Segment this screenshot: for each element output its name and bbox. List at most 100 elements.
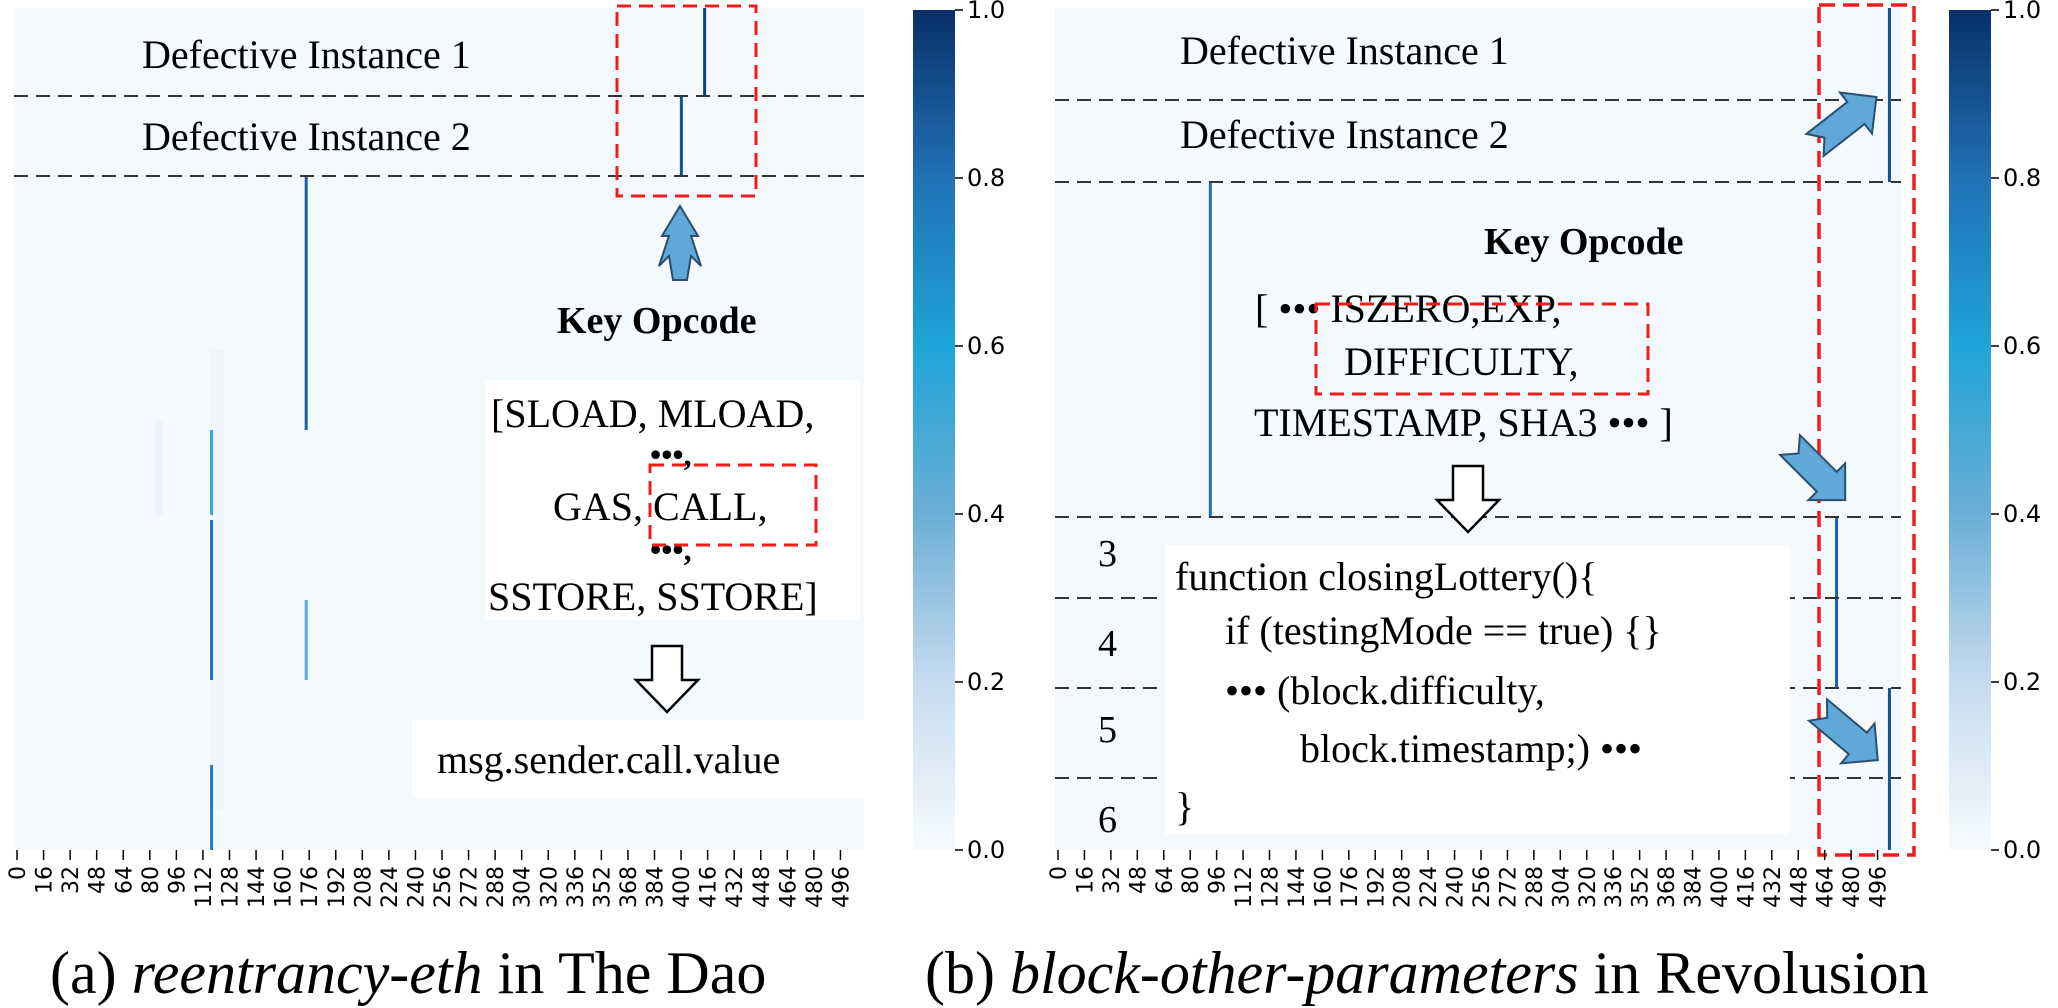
highlight-box [615, 4, 758, 198]
caption-a-italic: reentrancy-eth [132, 940, 483, 1006]
row-number: 4 [1098, 623, 1117, 665]
x-tick-label: 304 [511, 866, 536, 908]
heatmap-cell [1208, 182, 1212, 517]
colorbar-tick-label: 0.6 [2003, 332, 2041, 360]
x-tick-label: 0 [1047, 866, 1072, 880]
row-number: 5 [1098, 709, 1117, 751]
opcode-line: •••, [650, 531, 692, 567]
x-tick-label: 400 [670, 866, 695, 908]
caption-b-suffix: in Revolusion [1594, 940, 1929, 1006]
source-box [412, 720, 872, 798]
caption-b: (b) block-other-parameters in Revolusion [925, 940, 1929, 1006]
x-tick-label: 368 [1655, 866, 1680, 908]
instance-label-1: Defective Instance 1 [1180, 28, 1509, 73]
x-tick-label: 272 [458, 866, 483, 908]
diagonal-arrow-icon [1804, 91, 1878, 159]
highlight-box [1817, 3, 1916, 857]
x-tick-label: 112 [1232, 866, 1257, 908]
colorbar-tick-label: 0.8 [967, 164, 1005, 192]
x-tick-label: 48 [86, 866, 111, 894]
x-tick-label: 96 [1206, 866, 1231, 894]
x-tick-label: 96 [165, 866, 190, 894]
code-line: block.timestamp;) ••• [1300, 726, 1642, 771]
heatmap-cell [1887, 8, 1891, 182]
call-highlight-box [648, 463, 818, 547]
x-tick-label: 192 [1364, 866, 1389, 908]
instance-label-2: Defective Instance 2 [142, 114, 471, 159]
x-tick-label: 16 [1073, 866, 1098, 894]
colorbar-b [1949, 10, 1991, 850]
x-tick-label: 480 [803, 866, 828, 908]
x-tick-label: 144 [245, 866, 270, 908]
heatmap-cell [1835, 517, 1839, 688]
heatmap-cell [679, 96, 683, 176]
up-arrow-icon [658, 204, 702, 281]
x-tick-label: 160 [1311, 866, 1336, 908]
panel-a: Defective Instance 1 Defective Instance … [6, 0, 1005, 1006]
caption-b-prefix: (b) [925, 940, 995, 1006]
x-tick-label: 384 [644, 866, 669, 908]
x-tick-label: 352 [590, 866, 615, 908]
colorbar-tick-label: 0.4 [2003, 500, 2041, 528]
opcode-box-backdrop [485, 380, 860, 620]
x-tick-label: 304 [1549, 866, 1574, 908]
x-tick-label: 208 [351, 866, 376, 908]
x-tick-label: 288 [1523, 866, 1548, 908]
x-tick-label: 144 [1285, 866, 1310, 908]
diagonal-arrow-icon [1777, 432, 1847, 502]
opcode-line: [ ••• ISZERO,EXP, [1255, 286, 1561, 331]
x-tick-label: 128 [1259, 866, 1284, 908]
key-opcode-title-a: Key Opcode [557, 300, 756, 342]
x-tick-label: 432 [1761, 866, 1786, 908]
x-tick-label: 192 [325, 866, 350, 908]
x-tick-label: 208 [1391, 866, 1416, 908]
code-line: ••• (block.difficulty, [1225, 668, 1545, 713]
x-tick-label: 16 [33, 866, 58, 894]
caption-a-prefix: (a) [50, 940, 117, 1006]
x-tick-label: 352 [1629, 866, 1654, 908]
colorbar-tick-label: 0.2 [2003, 668, 2041, 696]
x-tick-label: 336 [1602, 866, 1627, 908]
heatmap-a-faint-column [210, 350, 224, 810]
x-tick-label: 400 [1708, 866, 1733, 908]
colorbar-tick-label: 1.0 [2003, 0, 2041, 24]
x-tick-label: 224 [1417, 866, 1442, 908]
x-tick-label: 336 [564, 866, 589, 908]
colorbar-a [913, 10, 955, 850]
x-tick-label: 288 [484, 866, 509, 908]
caption-a: (a) reentrancy-eth in The Dao [50, 940, 766, 1006]
x-tick-label: 448 [750, 866, 775, 908]
colorbar-a-ticks: 0.00.20.40.60.81.0 [955, 0, 1005, 864]
colorbar-tick-label: 0.2 [967, 668, 1005, 696]
colorbar-b-ticks: 0.00.20.40.60.81.0 [1991, 0, 2041, 864]
colorbar-tick-label: 0.8 [2003, 164, 2041, 192]
heatmap-cell [703, 8, 707, 96]
instance-label-1: Defective Instance 1 [142, 32, 471, 77]
key-opcode-title-b: Key Opcode [1484, 221, 1683, 263]
x-tick-label: 272 [1496, 866, 1521, 908]
x-tick-label: 0 [6, 866, 31, 880]
opcode-line: [SLOAD, MLOAD, [491, 391, 814, 436]
x-tick-label: 160 [272, 866, 297, 908]
down-arrow-icon [1434, 464, 1502, 534]
heatmap-cell [210, 430, 214, 515]
x-tick-label: 496 [1867, 866, 1892, 908]
caption-b-italic: block-other-parameters [1010, 940, 1579, 1006]
x-tick-label: 64 [1153, 866, 1178, 894]
row-number: 3 [1098, 533, 1117, 575]
x-tick-label: 224 [378, 866, 403, 908]
down-arrow-icon [633, 644, 701, 714]
instance-label-2: Defective Instance 2 [1180, 112, 1509, 157]
x-tick-label: 432 [723, 866, 748, 908]
colorbar-tick-label: 0.6 [967, 332, 1005, 360]
x-tick-label: 240 [404, 866, 429, 908]
x-tick-label: 368 [617, 866, 642, 908]
code-line: function closingLottery(){ [1175, 554, 1597, 599]
heatmap-b-cells [1208, 8, 1891, 850]
x-tick-label: 32 [1100, 866, 1125, 894]
x-tick-label: 416 [1734, 866, 1759, 908]
x-tick-label: 64 [112, 866, 137, 894]
opcode-line: GAS, CALL, [553, 484, 767, 529]
colorbar-tick-label: 0.4 [967, 500, 1005, 528]
